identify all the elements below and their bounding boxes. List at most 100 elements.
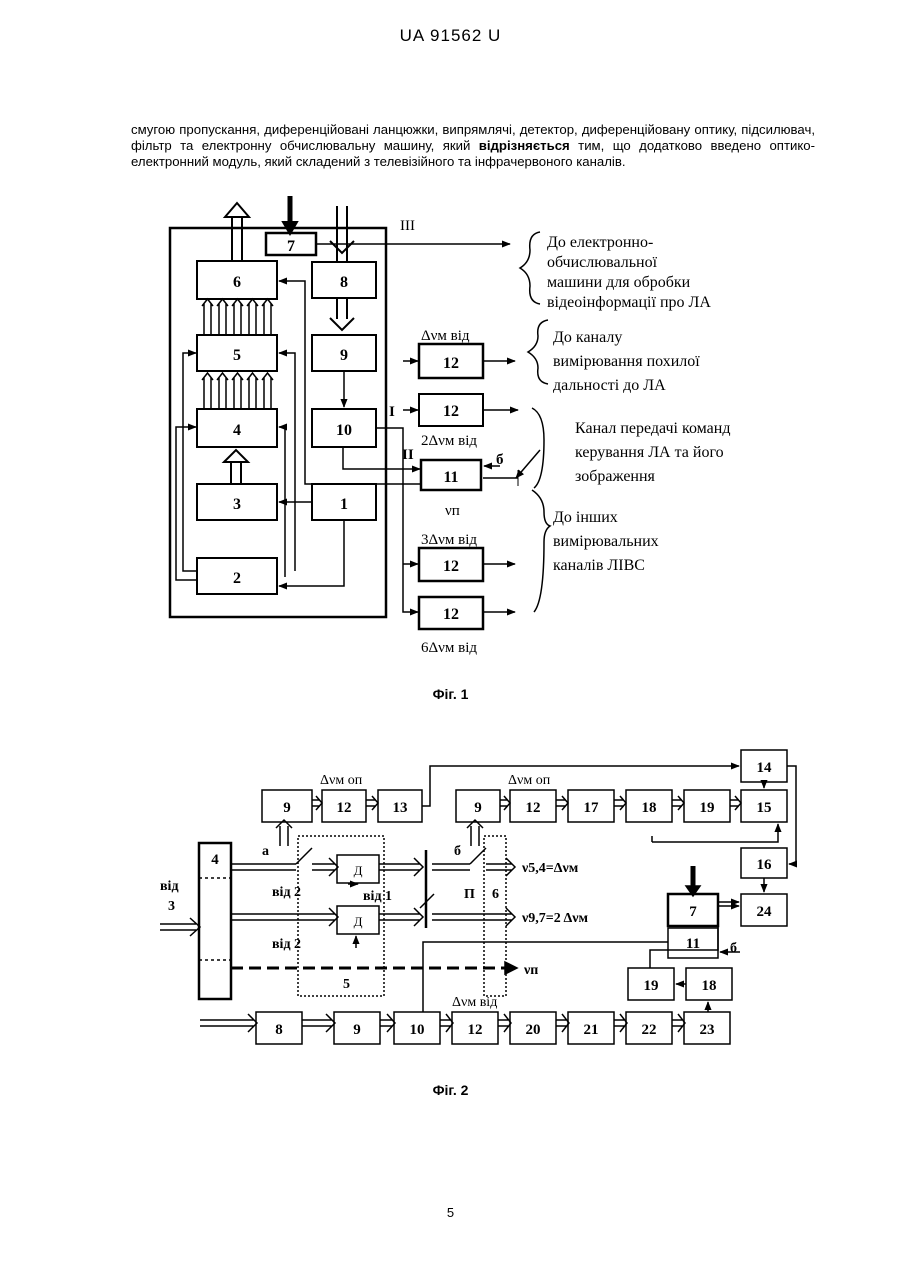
- fig1-label-nu-p: νп: [445, 503, 460, 519]
- fig2-label-b2: б: [730, 941, 737, 956]
- fig2-label-vid3a: від: [160, 879, 179, 894]
- fig2-block-22-label: 22: [642, 1022, 657, 1038]
- fig1-arrow-8-9: [330, 298, 354, 330]
- fig2-block-16-label: 16: [757, 857, 773, 873]
- fig2-block-7-label: 7: [689, 904, 697, 920]
- fig1-block-4-label: 4: [233, 422, 241, 439]
- fig1-block-12b-label: 12: [443, 403, 459, 420]
- fig1-note-computer-2: обчислювальної: [547, 254, 658, 271]
- fig1-block-2-label: 2: [233, 570, 241, 587]
- fig1-note-other-2: вимірювальних: [553, 533, 659, 550]
- fig1-note-computer-4: відеоінформації про ЛА: [547, 294, 711, 311]
- fig2-line-14-16: [787, 766, 796, 864]
- fig1-note-other-3: каналів ЛІВС: [553, 557, 645, 574]
- fig2-block-9c-label: 9: [353, 1022, 361, 1038]
- fig1-note-command-1: Канал передачі команд: [575, 420, 730, 437]
- fig2-block-9b-label: 9: [474, 800, 482, 816]
- fig1-block-12a-label: 12: [443, 355, 459, 372]
- fig1-label-dnu: Δνм від: [421, 328, 470, 344]
- fig2-block-20-label: 20: [526, 1022, 541, 1038]
- fig1-block-8-label: 8: [340, 274, 348, 291]
- fig1-block-6-label: 6: [233, 274, 241, 291]
- fig1-block-10-label: 10: [336, 422, 352, 439]
- fig1-line-2-4left: [176, 427, 197, 580]
- fig2-block-18a-label: 18: [642, 800, 657, 816]
- fig2-label-pi: П: [464, 887, 475, 902]
- fig1-brace-2: [528, 320, 548, 384]
- fig2-block-17-label: 17: [584, 800, 600, 816]
- fig1-note-computer-1: До електронно-: [547, 234, 653, 251]
- fig1-pointer-command: [516, 450, 540, 478]
- fig1-note-command-3: зображення: [575, 468, 656, 485]
- fig2-dashed-module-6: [484, 836, 506, 996]
- fig1-label-I: I: [389, 404, 395, 420]
- fig1-label-II: II: [402, 447, 414, 463]
- fig1-block-7-label: 7: [287, 238, 295, 255]
- fig2-label-dnu-op2: Δνм оп: [508, 773, 551, 788]
- fig2-label-vid1: від 1: [363, 889, 392, 904]
- fig2-block-21-label: 21: [584, 1022, 599, 1038]
- fig1-parallel-arrows-5-6: [202, 299, 273, 334]
- fig2-block-4-label: 4: [211, 852, 219, 868]
- fig2-block-14-label: 14: [757, 760, 773, 776]
- fig2-block-D1-label: Д: [354, 863, 363, 878]
- fig1-block-1-label: 1: [340, 496, 348, 513]
- fig2-block-15-label: 15: [757, 800, 772, 816]
- fig1-caption: Фіг. 1: [0, 686, 901, 702]
- fig1-note-range-2: вимірювання похилої: [553, 353, 700, 370]
- fig2-label-vid2a: від 2: [272, 885, 301, 900]
- fig2-block-D2-label: Д: [354, 914, 363, 929]
- fig2-label-vid3b: 3: [168, 899, 175, 914]
- fig1-brace-3: [532, 408, 544, 488]
- fig1-arrow-3-4: [224, 450, 248, 484]
- fig1-note-computer-3: машини для обробки: [547, 274, 691, 291]
- fig2-label-a: а: [262, 844, 269, 859]
- fig2-label-nu-p: νп: [523, 963, 538, 978]
- fig1-parallel-arrows-4-5: [202, 373, 273, 408]
- fig1-block-3-label: 3: [233, 496, 241, 513]
- fig1-block-11-label: 11: [443, 469, 458, 486]
- fig1-block-9-label: 9: [340, 347, 348, 364]
- fig2-block-23-label: 23: [700, 1022, 715, 1038]
- fig1-brace-1: [520, 232, 540, 304]
- fig1-label-3dnu: 3Δνм від: [421, 532, 477, 548]
- fig1-note-other-1: До інших: [553, 509, 618, 526]
- fig2-label-dnu-vid: Δνм від: [452, 995, 497, 1010]
- fig1-block-12c-label: 12: [443, 558, 459, 575]
- fig2-dashed-module-5: [298, 836, 384, 996]
- fig2-block-12a-label: 12: [337, 800, 352, 816]
- figure-1: [170, 196, 550, 629]
- fig2-block-13-label: 13: [393, 800, 408, 816]
- fig1-note-range-3: дальності до ЛА: [553, 377, 666, 394]
- fig2-block-12b-label: 12: [526, 800, 541, 816]
- fig2-block-8-label: 8: [275, 1022, 283, 1038]
- fig1-block-12d-label: 12: [443, 606, 459, 623]
- fig2-label-eq1: ν5,4=Δνм: [521, 861, 579, 876]
- fig2-block-24-label: 24: [757, 904, 773, 920]
- fig2-caption: Фіг. 2: [0, 1082, 901, 1098]
- fig2-block-19b-label: 19: [644, 978, 659, 994]
- fig2-block-10-label: 10: [410, 1022, 425, 1038]
- page-number: 5: [0, 1205, 901, 1220]
- fig1-line-2-5right: [279, 353, 295, 571]
- fig2-block-18b-label: 18: [702, 978, 717, 994]
- fig1-line-1-2: [279, 520, 344, 586]
- fig1-line-2-5left: [183, 353, 197, 571]
- fig1-label-6dnu: 6Δνм від: [421, 640, 477, 656]
- fig2-label-dnu-op1: Δνм оп: [320, 773, 363, 788]
- fig1-out-arrow: [225, 203, 249, 261]
- fig2-block-19a-label: 19: [700, 800, 715, 816]
- fig2-double-arrows: [160, 796, 741, 1032]
- fig2-label-six: 6: [492, 887, 499, 902]
- fig1-line-11-6: [279, 281, 420, 484]
- fig1-label-III: III: [400, 218, 415, 234]
- fig2-np-arrowhead: [505, 962, 517, 974]
- fig2-label-eq2: ν9,7=2 Δνм: [521, 911, 588, 926]
- fig1-note-range-1: До каналу: [553, 329, 622, 346]
- fig1-label-2dnu: 2Δνм від: [421, 433, 477, 449]
- fig2-line-to-15: [652, 824, 778, 842]
- fig2-block-9a-label: 9: [283, 800, 291, 816]
- fig1-note-command-2: керування ЛА та його: [575, 444, 724, 461]
- fig2-label-vid2b: від 2: [272, 937, 301, 952]
- fig1-label-b: б: [496, 452, 504, 468]
